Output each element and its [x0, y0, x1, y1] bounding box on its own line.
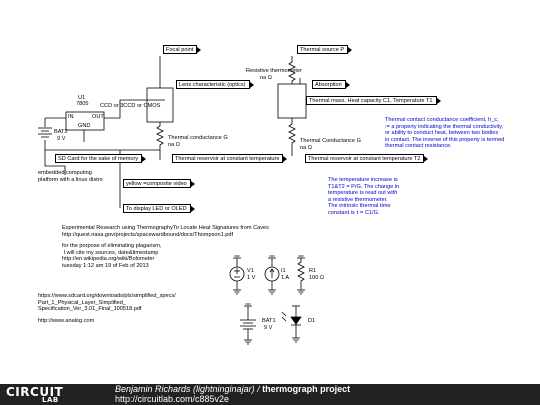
tag-thermal-reservoir-right[interactable]: Thermal reservoir at constant temperatur…	[305, 154, 429, 163]
r1-label: R1	[309, 268, 317, 274]
u1-label: U1	[78, 95, 86, 101]
logo-text-bottom: LAB	[42, 396, 59, 404]
tag-focal-point[interactable]: Focal point	[163, 45, 202, 54]
r1-value: 100 Ω	[309, 275, 325, 281]
bat2-label: BAT2	[54, 129, 68, 135]
note-temperature-increase: The temperature increase is T1&T2 = P/G.…	[328, 177, 400, 216]
author-separator: /	[254, 384, 263, 394]
u1-out-pin: OUT	[92, 114, 104, 120]
bat2-value: 9 V	[57, 136, 66, 142]
note-research-citation: Experimental Research using Thermography…	[62, 225, 269, 238]
v1-label: V1	[247, 268, 254, 274]
conductance-left-value: na Ω	[168, 142, 180, 148]
u1-part-label: 7805	[76, 101, 89, 107]
author-line: Benjamin Richards (lightninginajar) / th…	[115, 384, 350, 394]
tag-absorption[interactable]: Absorption	[312, 80, 350, 89]
v1-value: 1 V	[247, 275, 256, 281]
author-name[interactable]: Benjamin Richards (lightninginajar)	[115, 384, 255, 394]
ccd-label: CCD or 3CCD or CMOS	[100, 103, 161, 109]
i1-value: 1 A	[281, 275, 290, 281]
tag-thermal-mass[interactable]: Thermal mass, Heat capacity C1, Temperat…	[306, 96, 441, 105]
note-thermal-contact: Thermal contact conductance coefficient,…	[385, 117, 505, 150]
resistive-thermometer-label: Resistive thermometer	[246, 68, 302, 74]
bat1-value: 9 V	[264, 325, 273, 331]
note-analog-url: http://www.analog.com	[38, 318, 95, 324]
logo-text-top: CIRCUIT	[6, 385, 64, 399]
circuitlab-logo[interactable]: CIRCUIT LAB	[6, 385, 92, 404]
tag-display-led-oled[interactable]: To display LED or OLED	[123, 204, 195, 213]
i1-label: I1	[281, 268, 286, 274]
schematic-wires	[38, 56, 307, 345]
conductance-right-value: na Ω	[300, 145, 312, 151]
tag-thermal-source[interactable]: Thermal source P	[297, 45, 353, 54]
u1-in-pin: IN	[68, 114, 74, 120]
conductance-left-label: Thermal conductance G	[168, 135, 228, 141]
bat1-label: BAT1	[262, 318, 276, 324]
note-plagiarism: for the porpose of eliminating plagarism…	[62, 243, 162, 269]
resistive-thermometer-value: na Ω	[260, 75, 272, 81]
project-title: thermograph project	[262, 384, 351, 394]
tag-thermal-reservoir-left[interactable]: Thermal reservoir at constant temperatur…	[172, 154, 288, 163]
tag-sd-card[interactable]: SD Card for the sake of memory	[55, 154, 147, 163]
project-url[interactable]: http://circuitlab.com/c885v2e	[115, 394, 230, 404]
tag-yellow-composite-video[interactable]: yellow =composite video	[123, 179, 195, 188]
u1-gnd-pin: GND	[78, 123, 91, 129]
footer-bar: CIRCUIT LAB	[0, 384, 540, 405]
schematic-canvas: U1 7805 IN OUT GND BAT2 9 V CCD or 3CCD …	[38, 45, 505, 345]
embedded-platform-label: embedded computing platform with a linux…	[38, 170, 103, 183]
d1-label: D1	[308, 318, 316, 324]
tag-lens-characteristic[interactable]: Lens characteristic (optics)	[176, 80, 254, 89]
conductance-right-label: Thermal Conductance G	[300, 138, 361, 144]
note-sdcard-url: https://www.sdcard.org/downloads/pls/sim…	[38, 293, 176, 313]
